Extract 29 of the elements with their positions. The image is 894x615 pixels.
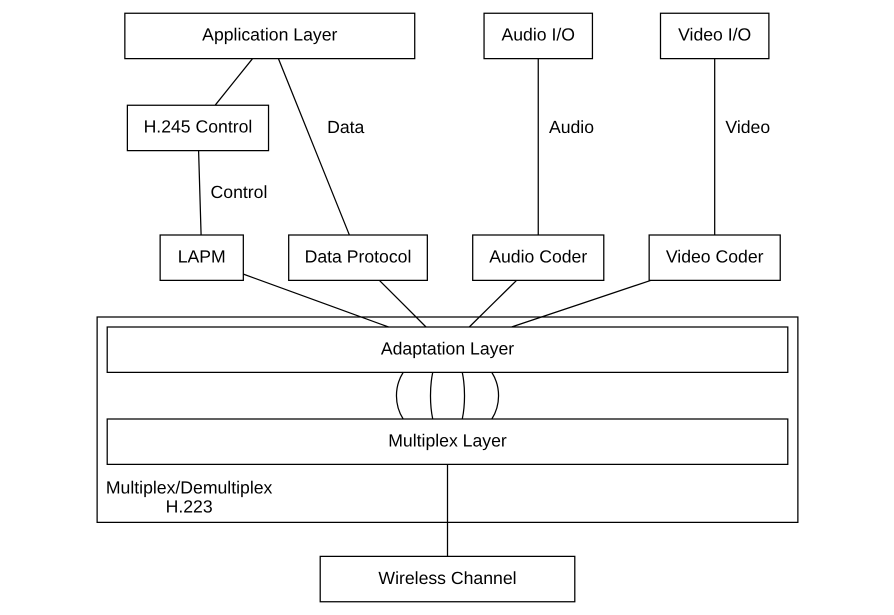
node-box: Audio Coder [472, 234, 604, 282]
edge-label: Audio [548, 117, 594, 138]
connector [714, 58, 715, 235]
node-box: Multiplex Layer [106, 418, 788, 466]
node-box: Adaptation Layer [106, 326, 788, 374]
connector [468, 280, 516, 328]
connector [429, 372, 433, 420]
node-box: Audio I/O [482, 12, 593, 60]
edge-label: Control [210, 182, 267, 202]
node-box: Data Protocol [288, 234, 428, 282]
node-box: Wireless Channel [319, 556, 575, 602]
connector [511, 280, 650, 328]
connector [242, 274, 388, 328]
node-box: Video I/O [659, 12, 770, 60]
node-box: Video Coder [648, 234, 780, 282]
connector [490, 372, 499, 420]
node-box: H.245 Control [126, 104, 269, 152]
connector [395, 372, 404, 420]
connector [446, 464, 448, 556]
connector [277, 58, 350, 236]
connector [378, 280, 426, 328]
connector [214, 58, 252, 106]
connector [537, 58, 538, 235]
node-box: Application Layer [124, 12, 415, 60]
connector [461, 372, 465, 420]
edge-label: Video [724, 117, 770, 138]
connector [197, 150, 202, 235]
edge-label: Data [326, 117, 364, 138]
node-box: LAPM [159, 234, 244, 282]
